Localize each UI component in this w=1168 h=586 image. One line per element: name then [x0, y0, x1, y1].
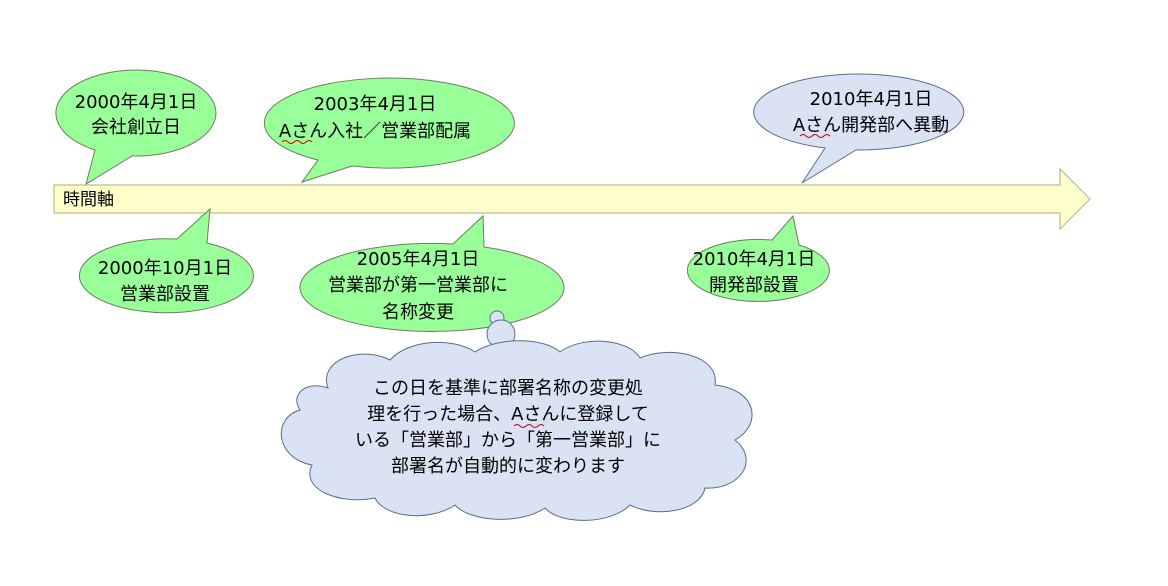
- callout-sales-dept-shape: [78, 207, 254, 314]
- callout-dev-dept: 2010年4月1日 開発部設置: [686, 214, 830, 302]
- callout-joining-text: Aさん入社／営業部配属: [279, 121, 471, 142]
- callout-founding-text: 会社創立日: [91, 117, 181, 138]
- callout-dev-dept-date: 2010年4月1日: [693, 249, 816, 270]
- spellcheck-squiggle: [281, 140, 313, 144]
- callout-sales-dept: 2000年10月1日 営業部設置: [78, 207, 254, 314]
- callout-joining-shape: [263, 77, 515, 183]
- callout-sales-dept-date: 2000年10月1日: [98, 258, 232, 279]
- callout-founding-shape: [55, 69, 217, 186]
- callout-transfer-shape: [753, 73, 965, 184]
- callout-sales-dept-text: 営業部設置: [120, 284, 210, 305]
- callout-rename-shape: [299, 214, 565, 332]
- cloud-text-2: 理を行った場合、Aさんに登録して: [367, 404, 649, 425]
- spellcheck-squiggle: [799, 134, 831, 138]
- thought-cloud: この日を基準に部署名称の変更処 理を行った場合、Aさんに登録して いる「営業部」…: [280, 340, 753, 521]
- callout-joining-date: 2003年4月1日: [314, 94, 437, 115]
- spellcheck-squiggle: [513, 424, 545, 428]
- axis-label: 時間軸: [63, 190, 114, 210]
- callout-rename-date: 2005年4月1日: [357, 249, 480, 270]
- callout-rename-text: 営業部が第一営業部に: [328, 275, 508, 296]
- callout-dev-dept-text: 開発部設置: [709, 275, 799, 296]
- callout-dev-dept-shape: [686, 214, 830, 302]
- thought-cloud-shape: [280, 340, 753, 521]
- callout-rename-text-2: 名称変更: [382, 302, 454, 323]
- callout-founding: 2000年4月1日 会社創立日: [55, 69, 217, 186]
- callout-founding-date: 2000年4月1日: [75, 92, 198, 113]
- callout-rename: 2005年4月1日 営業部が第一営業部に 名称変更: [299, 214, 565, 332]
- callout-joining: 2003年4月1日 Aさん入社／営業部配属: [263, 77, 515, 183]
- cloud-text-3: いる「営業部」から「第一営業部」に: [355, 430, 661, 451]
- callout-transfer-date: 2010年4月1日: [810, 89, 933, 110]
- timeline-arrow: 時間軸: [53, 167, 1091, 231]
- cloud-text-4: 部署名が自動的に変わります: [391, 456, 625, 477]
- callout-transfer-text: Aさん開発部へ異動: [793, 115, 949, 136]
- callout-transfer: 2010年4月1日 Aさん開発部へ異動: [753, 73, 965, 184]
- cloud-text-1: この日を基準に部署名称の変更処: [373, 378, 643, 399]
- timeline-arrow-shape: [53, 167, 1091, 231]
